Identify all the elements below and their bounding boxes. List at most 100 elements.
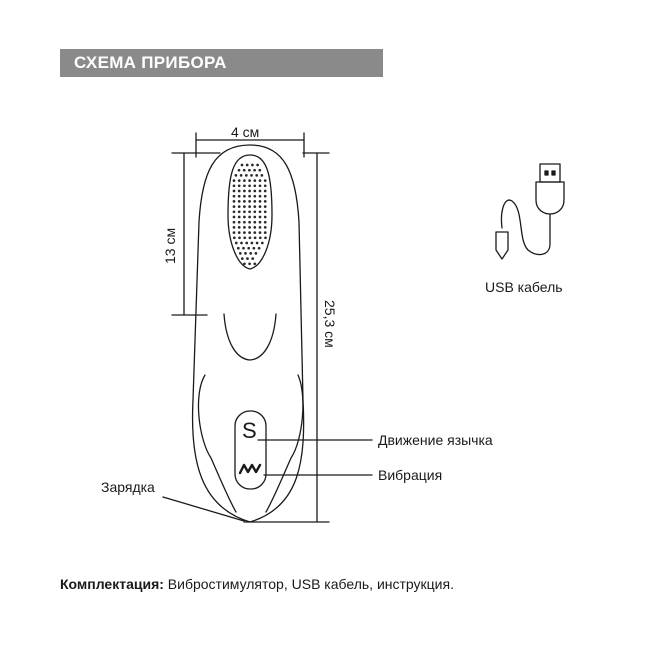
grille-dot (248, 205, 251, 208)
grille-dot (258, 184, 262, 188)
grille-dot (253, 205, 257, 208)
grille-dot (255, 174, 259, 177)
grille-dot (245, 241, 249, 245)
grille-dot (248, 168, 251, 172)
grille-dot (243, 179, 246, 182)
grille-dot (263, 215, 267, 219)
grille-dot (242, 168, 246, 172)
left-grip-curve (197, 374, 237, 513)
grille-dot (263, 205, 267, 208)
grille-dot (258, 210, 262, 214)
grille-dot (260, 174, 264, 177)
package-contents-label: Комплектация: (60, 576, 164, 592)
grille-dot (243, 194, 246, 198)
grille-dot (260, 241, 264, 245)
grille-dot (253, 179, 257, 182)
head-length-dimension-line (171, 152, 221, 316)
vibration-wave-icon (238, 463, 262, 475)
grille-dot (248, 200, 251, 203)
grille-dot (251, 163, 254, 167)
grille-dot (237, 194, 241, 198)
grille-dot (248, 210, 251, 214)
device-body-outline (191, 144, 305, 523)
grille-dot (248, 231, 251, 234)
grille-dot (256, 163, 259, 167)
grille-dot (232, 194, 236, 198)
grille-dot (258, 200, 262, 203)
header-bar: СХЕМА ПРИБОРА (60, 49, 383, 77)
grille-dot (253, 184, 257, 188)
grille-dot (248, 262, 251, 266)
grille-dot (243, 205, 246, 208)
vibration-callout: Вибрация (378, 467, 443, 483)
grille-dot (263, 220, 267, 224)
grille-dot (238, 252, 242, 255)
total-length-dimension-line (243, 152, 330, 523)
button-panel (234, 410, 267, 490)
grille-dot (243, 262, 246, 266)
grille-dot (253, 189, 257, 193)
width-label: 4 см (231, 124, 260, 140)
grille-dot (249, 252, 253, 255)
grille-dot (243, 200, 246, 203)
grille-dot (237, 189, 241, 193)
grille-dot (234, 174, 238, 177)
grille-dot (257, 246, 261, 250)
grille-dot (258, 179, 262, 182)
grille-dot (232, 231, 236, 234)
grille-dot (232, 215, 236, 219)
grille-dot (252, 246, 256, 250)
grille-dot (243, 236, 247, 240)
grille-dot (250, 241, 254, 245)
grille-dot (237, 226, 241, 229)
grille-dot (253, 231, 257, 234)
grille-dot (254, 252, 258, 255)
grille-dot (240, 257, 244, 260)
grille-dot (243, 184, 246, 188)
grille-dot (250, 174, 253, 177)
grille-dot (232, 184, 236, 188)
grille-dot (232, 220, 236, 224)
grille-dot (244, 174, 248, 177)
grille-dot (247, 246, 251, 250)
grille-dot (248, 215, 251, 219)
grille-dot (243, 231, 246, 234)
grille-dot (263, 200, 267, 203)
button-top-symbol: S (242, 418, 257, 443)
grille-dot (253, 194, 257, 198)
grille-dot (258, 220, 262, 224)
grille-dot (264, 236, 267, 240)
grille-dot (248, 194, 251, 198)
grille-dot (238, 236, 241, 240)
grille-dot (237, 231, 241, 234)
grille-dot (253, 236, 257, 240)
grille-dot (232, 179, 236, 182)
grille-dot (258, 231, 262, 234)
charging-callout: Зарядка (101, 479, 155, 495)
grille-dot (237, 210, 241, 214)
grille-dot (253, 262, 257, 266)
usb-cable-label: USB кабель (485, 279, 563, 295)
grille-dot (258, 226, 262, 229)
grille-dot (246, 257, 249, 260)
grille-dot (251, 257, 255, 260)
total-length-label: 25,3 см (322, 300, 338, 348)
grille-dot (255, 241, 259, 245)
grille-dot (258, 215, 262, 219)
grille-dot (237, 215, 241, 219)
right-grip-curve (265, 374, 304, 513)
grille-dot (232, 236, 236, 240)
grille-dot (248, 226, 251, 229)
grille-dot (244, 252, 247, 255)
grille-dot (263, 231, 267, 234)
grille-dot (253, 210, 257, 214)
grille-dot (243, 189, 246, 193)
device-neck-curve (223, 313, 277, 361)
charging-leader (162, 496, 245, 522)
grille-dot (253, 215, 257, 219)
device-head-outline (227, 154, 273, 270)
grille-dot (237, 220, 241, 224)
grille-dot (236, 246, 240, 250)
head-length-label: 13 см (162, 227, 178, 264)
grille-dot (232, 210, 236, 214)
